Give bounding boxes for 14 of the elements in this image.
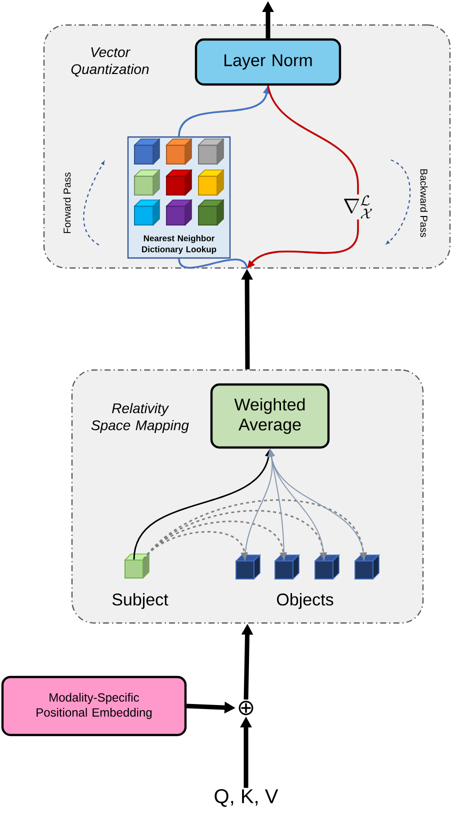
box-caption: Nearest Neighbor Dictionary Lookup <box>142 235 216 254</box>
input-label: Q, K, V <box>214 789 278 807</box>
process-box: Weighted Average <box>210 383 330 449</box>
edge-label: $\nabla_{\mathcal{X}}^{\mathcal{L}}$ <box>342 194 374 220</box>
dictionary-box <box>127 136 231 259</box>
group-heading: Vector Quantization <box>71 47 149 77</box>
pass-label: Forward Pass <box>63 172 71 234</box>
pass-label: Backward Pass <box>420 169 428 238</box>
group-heading: Relativity Space Mapping <box>91 402 189 434</box>
cube-caption: Subject <box>112 593 168 609</box>
plus-symbol: ⊕ <box>238 700 254 716</box>
group-label: Objects <box>276 593 334 609</box>
process-box: Layer Norm <box>194 38 342 86</box>
process-box: Modality-Specific Positional Embedding <box>1 676 187 736</box>
